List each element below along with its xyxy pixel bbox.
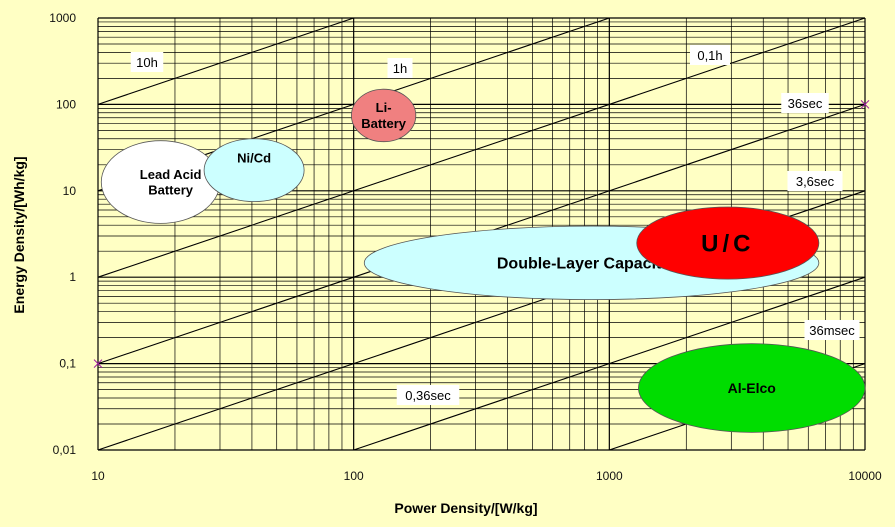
x-tick-label: 100 <box>344 469 364 483</box>
y-tick-label: 1 <box>69 270 76 284</box>
x-tick-label: 10 <box>91 469 105 483</box>
time-label-box <box>387 58 413 78</box>
region-ellipse <box>203 138 305 202</box>
time-label: 3,6sec <box>796 174 835 189</box>
time-label: 10h <box>136 55 158 70</box>
time-label-box <box>804 320 860 340</box>
time-line <box>97 17 354 105</box>
region-label: U/C <box>701 230 754 257</box>
axis-ticks: 10 100 1000 10000 1000 100 10 1 0,1 0,01 <box>49 11 882 483</box>
time-line <box>97 17 866 278</box>
x-tick-label: 10000 <box>848 469 882 483</box>
time-label: 1h <box>393 61 407 76</box>
x-tick-label: 1000 <box>596 469 623 483</box>
y-tick-label: 1000 <box>49 11 76 25</box>
time-label: 36msec <box>809 323 855 338</box>
time-line <box>353 276 866 451</box>
y-tick-label: 0,01 <box>53 443 77 457</box>
time-label-box <box>781 93 829 113</box>
time-label: 0,36sec <box>405 388 451 403</box>
time-label: 36sec <box>788 96 823 111</box>
y-tick-label: 10 <box>63 184 77 198</box>
y-tick-label: 0,1 <box>59 357 76 371</box>
y-tick-label: 100 <box>56 97 76 111</box>
time-label-box <box>690 45 730 65</box>
region-label: Li-Battery <box>361 100 407 131</box>
region-ellipse <box>638 343 866 433</box>
region-ellipse <box>351 88 417 143</box>
time-label-box <box>130 52 164 72</box>
x-axis-title: Power Density/[W/kg] <box>394 500 537 516</box>
region-label: Ni/Cd <box>237 151 271 166</box>
time-label: 0,1h <box>697 48 722 63</box>
point-marker <box>860 100 870 109</box>
region-label: Al-Elco <box>728 380 776 396</box>
region-ellipse <box>636 206 820 280</box>
y-axis-title: Energy Density/[Wh/kg] <box>11 156 27 313</box>
point-marker <box>93 359 103 368</box>
region-label: Double-Layer Capacitors <box>497 255 686 272</box>
time-label-box <box>396 385 460 405</box>
time-label-box <box>787 171 843 191</box>
